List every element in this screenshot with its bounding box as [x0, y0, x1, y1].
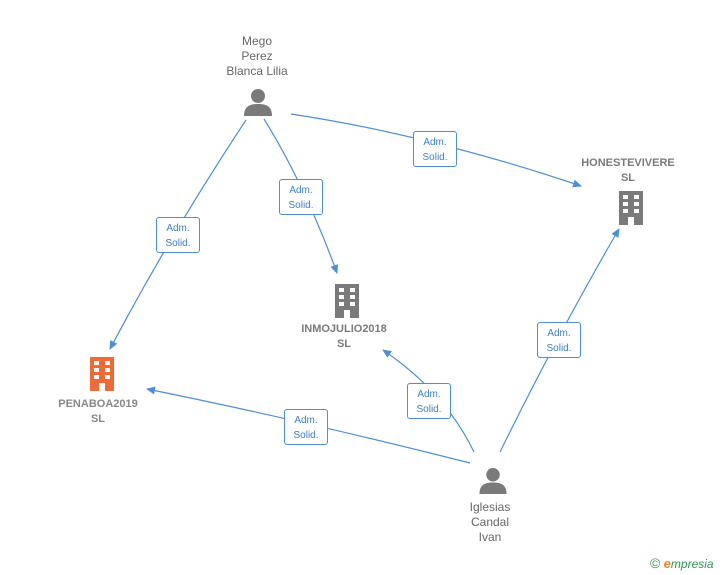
edge-label-line: Adm.: [423, 137, 447, 148]
company-name-line: PENABOA2019: [58, 398, 138, 410]
edge-label-line: Adm.: [294, 415, 318, 426]
edge-label-iglesias-inmojulio[interactable]: Adm. Solid.: [407, 383, 451, 419]
copyright-footer: © empresia: [650, 555, 714, 571]
edge-label-line: Adm.: [417, 389, 441, 400]
person-name-line: Mego: [241, 34, 273, 48]
person-name-line: Candal: [470, 515, 510, 529]
edge-label-iglesias-honestevivere[interactable]: Adm. Solid.: [537, 322, 581, 358]
brand-initial: e: [663, 556, 671, 571]
building-icon[interactable]: [332, 284, 362, 318]
edge-label-line: Adm.: [547, 328, 571, 339]
company-label-honestevivere: HONESTEVIVERE SL: [581, 156, 675, 186]
brand-name: mpresia: [670, 557, 714, 571]
company-label-inmojulio: INMOJULIO2018 SL: [301, 322, 387, 352]
edge-label-line: Solid.: [165, 238, 191, 249]
company-name-line: SL: [336, 338, 352, 350]
person-label-mego: Mego Perez Blanca Lilia: [226, 34, 287, 79]
edge-label-line: Adm.: [289, 185, 313, 196]
edge-label-mego-inmojulio[interactable]: Adm. Solid.: [279, 179, 323, 215]
edge-label-line: Solid.: [546, 343, 572, 354]
company-name-line: HONESTEVIVERE: [581, 157, 675, 169]
company-label-penaboa: PENABOA2019 SL: [58, 397, 137, 427]
person-label-iglesias: Iglesias Candal Ivan: [470, 500, 511, 545]
edge-label-iglesias-penaboa[interactable]: Adm. Solid.: [284, 409, 328, 445]
edge-label-mego-penaboa[interactable]: Adm. Solid.: [156, 217, 200, 253]
edge-label-line: Solid.: [288, 200, 314, 211]
copyright-icon: ©: [650, 555, 661, 571]
company-name-line: SL: [90, 413, 106, 425]
person-name-line: Ivan: [478, 530, 502, 544]
person-name-line: Iglesias: [469, 500, 511, 514]
company-name-line: SL: [620, 172, 636, 184]
person-icon[interactable]: [244, 88, 272, 117]
edge-label-line: Solid.: [293, 430, 319, 441]
building-icon[interactable]: [616, 191, 646, 225]
edge-label-line: Solid.: [422, 152, 448, 163]
person-name-line: Blanca Lilia: [226, 64, 288, 78]
building-icon-highlighted[interactable]: [87, 357, 117, 391]
edge-label-line: Adm.: [166, 223, 190, 234]
company-name-line: INMOJULIO2018: [301, 323, 387, 335]
person-name-line: Perez: [241, 49, 273, 63]
edge-label-line: Solid.: [416, 404, 442, 415]
edge-label-mego-honestevivere[interactable]: Adm. Solid.: [413, 131, 457, 167]
person-icon[interactable]: [479, 467, 507, 495]
